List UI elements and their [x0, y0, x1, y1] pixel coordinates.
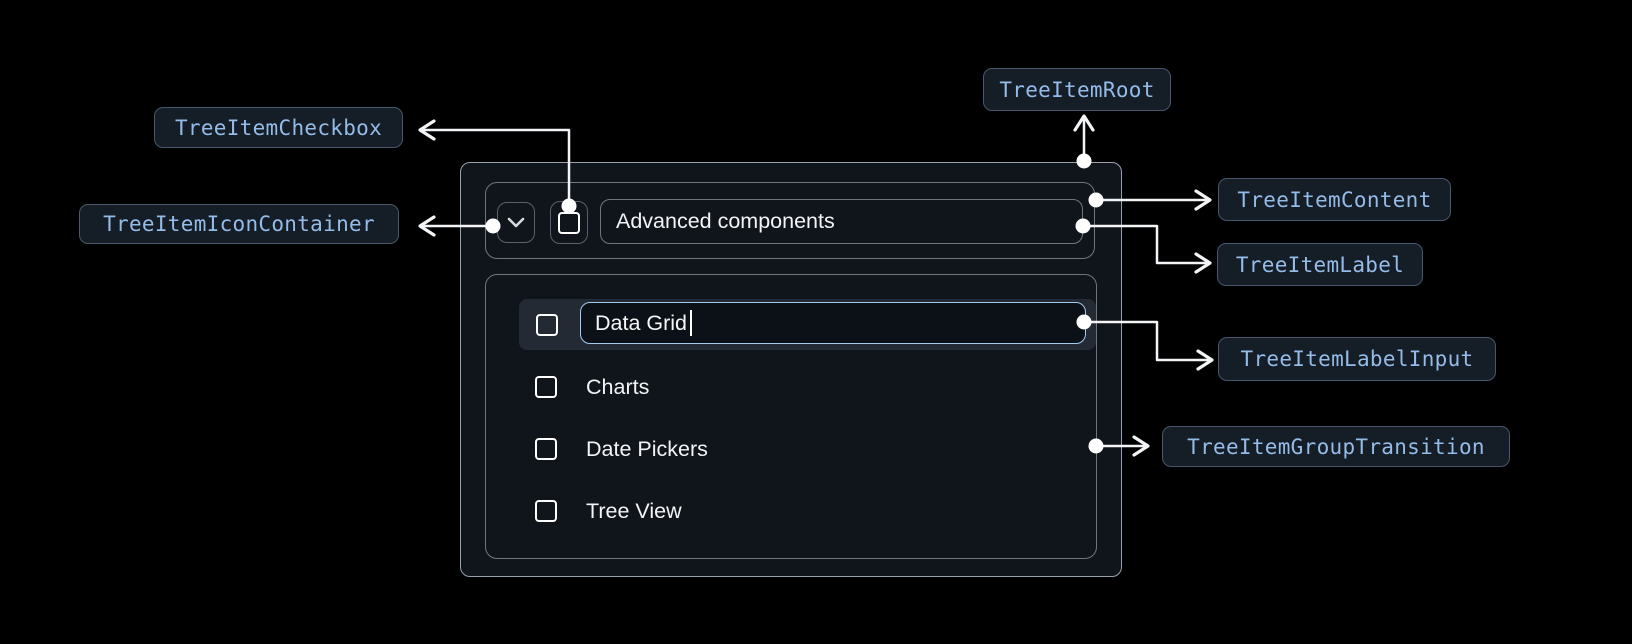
- checkbox-unchecked-icon[interactable]: [536, 314, 558, 336]
- tree-item-label[interactable]: Advanced components: [600, 199, 1083, 244]
- callout-tree-item-icon-container: TreeItemIconContainer: [79, 204, 399, 244]
- arrowhead-right-icon: [1132, 435, 1150, 457]
- checkbox-unchecked-icon[interactable]: [535, 438, 557, 460]
- chevron-down-icon: [507, 217, 525, 228]
- tree-item-label-input[interactable]: Data Grid: [580, 302, 1086, 344]
- checkbox-unchecked-icon: [558, 211, 580, 234]
- tree-item-checkbox[interactable]: [550, 201, 588, 244]
- tree-item-root: Advanced components Data Grid Charts Dat…: [460, 162, 1122, 577]
- label-input-value: Data Grid: [595, 310, 688, 335]
- tree-item-group-transition: Data Grid Charts Date Pickers Tree View: [485, 274, 1097, 559]
- callout-tree-item-group-transition: TreeItemGroupTransition: [1162, 426, 1510, 467]
- tree-item-label-text: Date Pickers: [586, 436, 708, 461]
- arrowhead-left-icon: [418, 119, 436, 141]
- callout-tree-item-label-input: TreeItemLabelInput: [1218, 337, 1496, 381]
- tree-item-label-text: Tree View: [586, 498, 682, 523]
- tree-item-label-text: Charts: [586, 374, 650, 399]
- arrowhead-right-icon: [1196, 349, 1214, 371]
- callout-tree-item-checkbox: TreeItemCheckbox: [154, 107, 403, 148]
- arrowhead-right-icon: [1194, 252, 1212, 274]
- arrowhead-left-icon: [418, 215, 436, 237]
- arrowhead-up-icon: [1073, 114, 1095, 132]
- tree-item-label-text: Advanced components: [616, 209, 835, 233]
- arrowhead-right-icon: [1194, 189, 1212, 211]
- checkbox-unchecked-icon[interactable]: [535, 376, 557, 398]
- tree-row[interactable]: Tree View: [535, 486, 682, 536]
- callout-tree-item-label: TreeItemLabel: [1217, 243, 1423, 286]
- checkbox-unchecked-icon[interactable]: [535, 500, 557, 522]
- tree-row-editing[interactable]: Data Grid: [519, 299, 1096, 350]
- callout-tree-item-root: TreeItemRoot: [983, 68, 1171, 111]
- callout-tree-item-content: TreeItemContent: [1218, 178, 1451, 221]
- tree-item-content[interactable]: Advanced components: [485, 182, 1095, 259]
- expand-collapse-button[interactable]: [497, 202, 535, 243]
- text-caret: [690, 310, 693, 336]
- tree-row[interactable]: Date Pickers: [535, 424, 708, 474]
- tree-row[interactable]: Charts: [535, 362, 649, 412]
